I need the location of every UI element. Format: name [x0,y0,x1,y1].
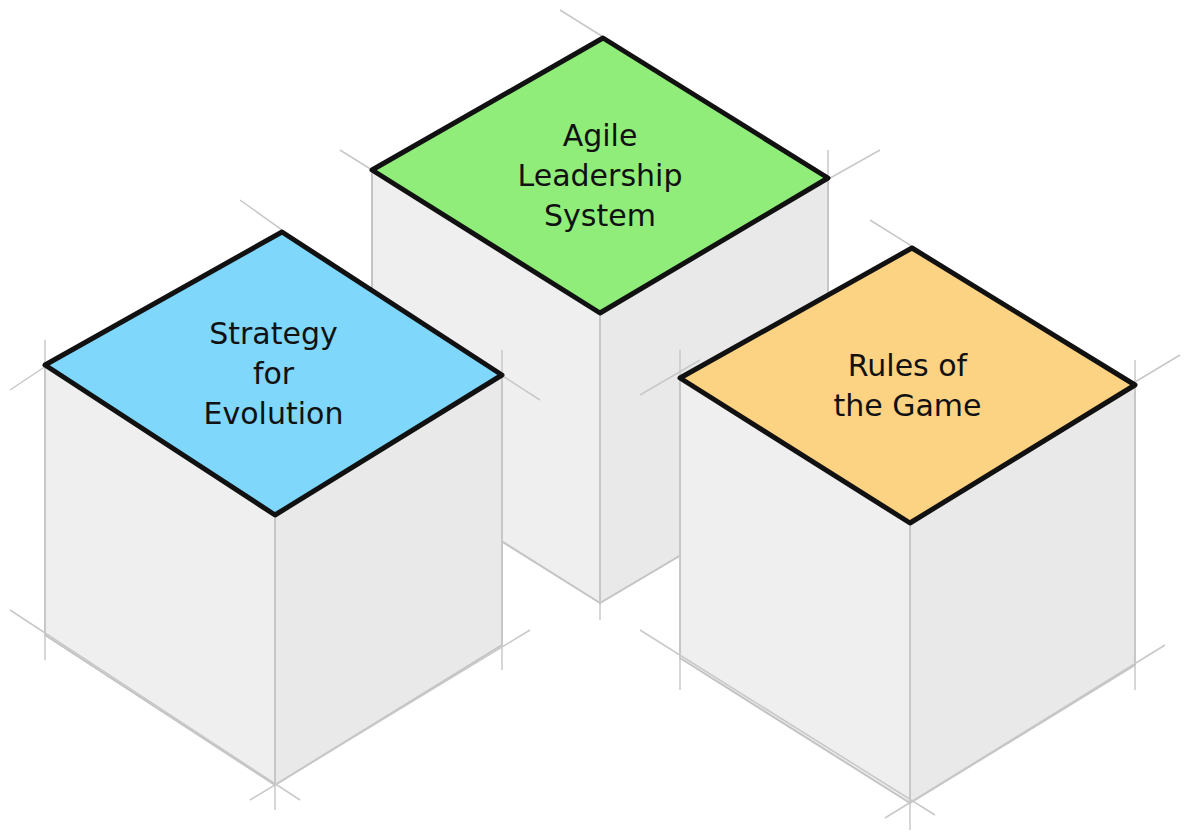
sketch-line [44,340,46,660]
sketch-line [909,505,911,830]
sketch-line [640,630,935,815]
left-cube [10,200,540,810]
right-cube [640,220,1180,830]
sketch-line [274,500,276,810]
node-label: Rules of the Game [823,346,993,426]
sketch-line [10,610,300,800]
sketch-line [250,630,530,800]
sketch-line [1134,360,1136,690]
cube-top-diamond: Strategy for Evolution [45,232,502,515]
diamond-shape [372,38,828,313]
sketch-line [599,290,601,620]
cube-top-diamond: Agile Leadership System [372,38,828,313]
diamond-shape [45,232,502,515]
diamond-shape [680,248,1135,523]
cube-top-diamond: Rules of the Game [680,248,1135,523]
sketch-line [501,350,503,670]
diamond-outline [680,248,1135,523]
sketch-line [679,350,681,690]
node-label: Strategy for Evolution [189,314,359,434]
sketch-line [885,645,1165,818]
node-label: Agile Leadership System [500,116,700,236]
